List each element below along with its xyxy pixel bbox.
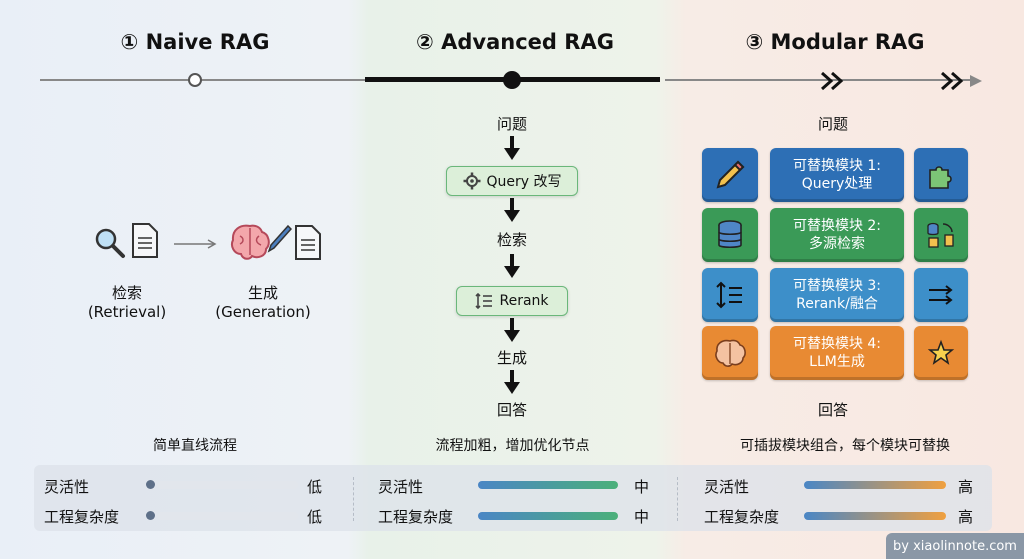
module-1-left-tile bbox=[702, 148, 758, 202]
module-4-right-tile bbox=[914, 326, 968, 380]
naive-rag-title: ① Naive RAG bbox=[120, 30, 270, 54]
module-3-desc: Rerank/融合 bbox=[796, 296, 878, 312]
naive-flex-label: 灵活性 bbox=[44, 478, 90, 496]
metrics-divider-2 bbox=[677, 477, 678, 521]
modular-question-label: 问题 bbox=[817, 115, 848, 133]
query-rewrite-label: Query 改写 bbox=[486, 174, 562, 190]
module-2-desc: 多源检索 bbox=[809, 236, 865, 252]
pencil-icon bbox=[716, 160, 745, 189]
modular-footnote: 可插拔模块组合，每个模块可替换 bbox=[740, 438, 950, 454]
document-icon-2 bbox=[295, 225, 321, 260]
module-3-title: 可替换模块 3: bbox=[792, 278, 882, 294]
star-icon bbox=[927, 339, 955, 365]
module-1-right-tile bbox=[914, 148, 968, 202]
query-rewrite-node: Query 改写 bbox=[446, 166, 578, 196]
module-4-title: 可替换模块 4: bbox=[792, 336, 882, 352]
naive-complexity-label: 工程复杂度 bbox=[44, 508, 120, 526]
modular-complexity-bar bbox=[804, 512, 946, 520]
metrics-panel bbox=[34, 465, 992, 531]
document-icon bbox=[132, 223, 158, 258]
rerank-label: Rerank bbox=[499, 293, 549, 309]
puzzle-icon bbox=[929, 166, 952, 189]
naive-generate-sub: (Generation) bbox=[215, 303, 311, 321]
database-icon bbox=[718, 220, 742, 249]
arrow-down-1 bbox=[504, 136, 520, 160]
naive-flex-track bbox=[158, 481, 298, 489]
modular-flex-label: 灵活性 bbox=[704, 478, 750, 496]
module-3-right-tile bbox=[914, 268, 968, 322]
modular-flex-level: 高 bbox=[958, 478, 974, 496]
modular-complexity-label: 工程复杂度 bbox=[704, 508, 780, 526]
timeline-thin-left bbox=[40, 79, 365, 81]
module-4-left-tile bbox=[702, 326, 758, 380]
module-3-tile: 可替换模块 3: Rerank/融合 bbox=[770, 268, 904, 322]
module-4-desc: LLM生成 bbox=[809, 354, 865, 370]
timeline-thin-right bbox=[665, 79, 970, 81]
naive-generate-label: 生成 bbox=[247, 284, 278, 302]
advanced-flex-level: 中 bbox=[634, 478, 650, 496]
arrow-down-4 bbox=[504, 318, 520, 342]
module-1-tile: 可替换模块 1: Query处理 bbox=[770, 148, 904, 202]
advanced-rag-title: ② Advanced RAG bbox=[416, 30, 614, 54]
advanced-complexity-bar bbox=[478, 512, 618, 520]
sort-list-icon bbox=[716, 281, 742, 309]
watermark: by xiaolinnote.com bbox=[886, 533, 1024, 559]
timeline-chevrons bbox=[821, 71, 982, 91]
arrow-down-2 bbox=[504, 198, 520, 222]
advanced-complexity-level: 中 bbox=[634, 508, 650, 526]
gear-icon bbox=[463, 172, 480, 190]
multi-source-icon bbox=[927, 222, 954, 248]
naive-flex-dot bbox=[146, 480, 155, 489]
search-icon bbox=[95, 228, 125, 258]
modular-answer-label: 回答 bbox=[817, 401, 848, 419]
advanced-flex-bar bbox=[478, 481, 618, 489]
brain-icon-small bbox=[715, 339, 746, 367]
module-2-left-tile bbox=[702, 208, 758, 262]
advanced-flex-label: 灵活性 bbox=[378, 478, 424, 496]
metrics-divider-1 bbox=[353, 477, 354, 521]
merge-arrows-icon bbox=[929, 285, 953, 305]
module-4-tile: 可替换模块 4: LLM生成 bbox=[770, 326, 904, 380]
arrow-down-3 bbox=[504, 254, 520, 278]
pen-icon bbox=[267, 224, 292, 253]
naive-complexity-level: 低 bbox=[307, 508, 323, 526]
naive-footnote: 简单直线流程 bbox=[153, 438, 237, 454]
module-1-title: 可替换模块 1: bbox=[792, 158, 882, 174]
advanced-step-retrieve: 检索 bbox=[496, 231, 527, 249]
naive-retrieve-label: 检索 bbox=[111, 284, 142, 302]
advanced-complexity-label: 工程复杂度 bbox=[378, 508, 454, 526]
right-arrow-icon bbox=[174, 239, 217, 249]
naive-flex-level: 低 bbox=[307, 478, 323, 496]
brain-icon bbox=[231, 224, 270, 260]
modular-flex-bar bbox=[804, 481, 946, 489]
module-2-tile: 可替换模块 2: 多源检索 bbox=[770, 208, 904, 262]
advanced-step-question: 问题 bbox=[496, 115, 527, 133]
module-2-right-tile bbox=[914, 208, 968, 262]
advanced-footnote: 流程加粗，增加优化节点 bbox=[435, 438, 590, 454]
naive-complexity-track bbox=[158, 512, 298, 520]
module-1-desc: Query处理 bbox=[801, 176, 873, 192]
module-2-title: 可替换模块 2: bbox=[792, 218, 882, 234]
advanced-step-answer: 回答 bbox=[496, 401, 527, 419]
module-3-left-tile bbox=[702, 268, 758, 322]
naive-complexity-dot bbox=[146, 511, 155, 520]
sort-icon bbox=[475, 292, 493, 310]
modular-complexity-level: 高 bbox=[958, 508, 974, 526]
timeline-node-advanced bbox=[503, 71, 521, 89]
modular-rag-title: ③ Modular RAG bbox=[745, 30, 925, 54]
advanced-step-generate: 生成 bbox=[496, 349, 527, 367]
timeline-node-naive bbox=[188, 73, 202, 87]
naive-retrieve-sub: (Retrieval) bbox=[87, 303, 167, 321]
rerank-node: Rerank bbox=[456, 286, 568, 316]
arrow-down-5 bbox=[504, 370, 520, 394]
